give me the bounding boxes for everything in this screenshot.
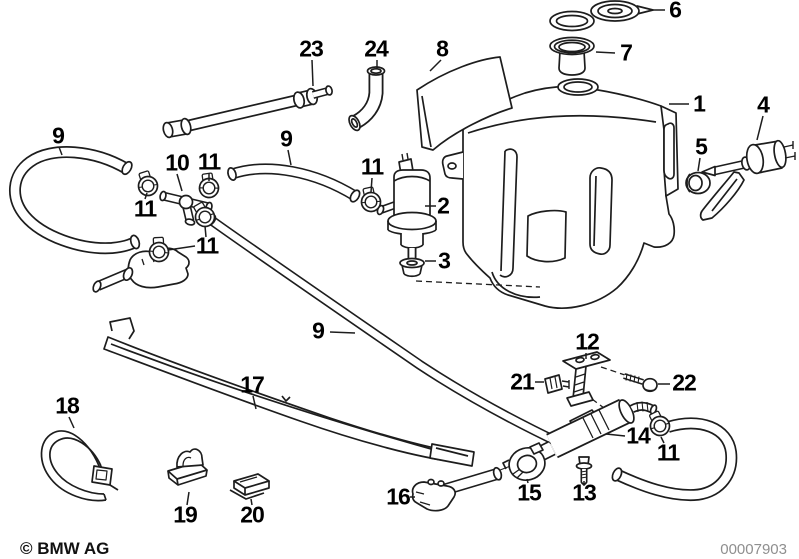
part-7-filler-cap <box>549 36 595 76</box>
part-callout: 20 <box>240 501 265 528</box>
part-callout: 24 <box>364 35 389 62</box>
part-callout: 23 <box>299 35 324 62</box>
part-callout: 17 <box>240 371 265 398</box>
part-callout: 1 <box>693 90 706 117</box>
part-callout: 11 <box>197 148 221 175</box>
part-1-reservoir <box>441 78 679 309</box>
part-18-cable-strap <box>40 430 119 502</box>
part-callout: 11 <box>133 195 157 222</box>
part-callout: 5 <box>695 133 708 160</box>
part-callout: 6 <box>669 0 682 23</box>
part-23-pipe <box>162 85 333 139</box>
part-callout: 18 <box>55 392 80 419</box>
part-callout: 10 <box>165 149 190 176</box>
left-spray-nozzle <box>92 244 190 293</box>
part-callout: 8 <box>436 35 449 62</box>
part-5-grommet <box>685 171 711 195</box>
part-callout: 19 <box>173 501 198 528</box>
part-13-screw <box>575 456 593 486</box>
part-9-hoses <box>9 146 738 502</box>
part-callout: 16 <box>386 483 411 510</box>
part-callout: 13 <box>572 479 597 506</box>
part-callout: 4 <box>757 91 770 118</box>
part-12-bracket <box>562 351 611 407</box>
part-24-elbow-connector <box>348 66 386 132</box>
part-20-cable-clip <box>229 473 270 500</box>
part-21-plug <box>544 374 570 394</box>
part-4-nozzle-arm <box>699 139 796 221</box>
part-callout: 9 <box>280 125 293 152</box>
copyright-text: © BMW AG <box>20 539 110 558</box>
part-callout: 14 <box>626 422 651 449</box>
part-callout: 22 <box>672 369 697 396</box>
part-17-trim-strip <box>103 317 475 467</box>
diagram-number: 00007903 <box>720 541 787 558</box>
part-22-screw <box>623 373 658 393</box>
part-callout: 2 <box>437 192 450 219</box>
part-6-cover-seal <box>549 0 654 32</box>
part-8-deflector-panel <box>416 56 513 151</box>
part-callout: 21 <box>510 368 535 395</box>
part-callout: 11 <box>360 153 384 180</box>
part-callout: 9 <box>52 122 65 149</box>
part-callout: 3 <box>438 247 451 274</box>
part-callout: 15 <box>517 479 542 506</box>
part-callout: 12 <box>575 328 600 355</box>
part-callout: 7 <box>620 39 633 66</box>
part-16-spray-nozzle <box>411 466 503 512</box>
part-callout: 11 <box>656 439 680 466</box>
part-callout: 11 <box>195 232 219 259</box>
part-15-holder-ring <box>502 442 546 481</box>
part-14-heated-nozzle-valve <box>517 398 658 469</box>
part-callout: 9 <box>312 317 325 344</box>
part-19-hose-clip <box>167 448 208 486</box>
part-3-grommet <box>399 257 425 278</box>
callout-leader-lines <box>58 9 764 506</box>
